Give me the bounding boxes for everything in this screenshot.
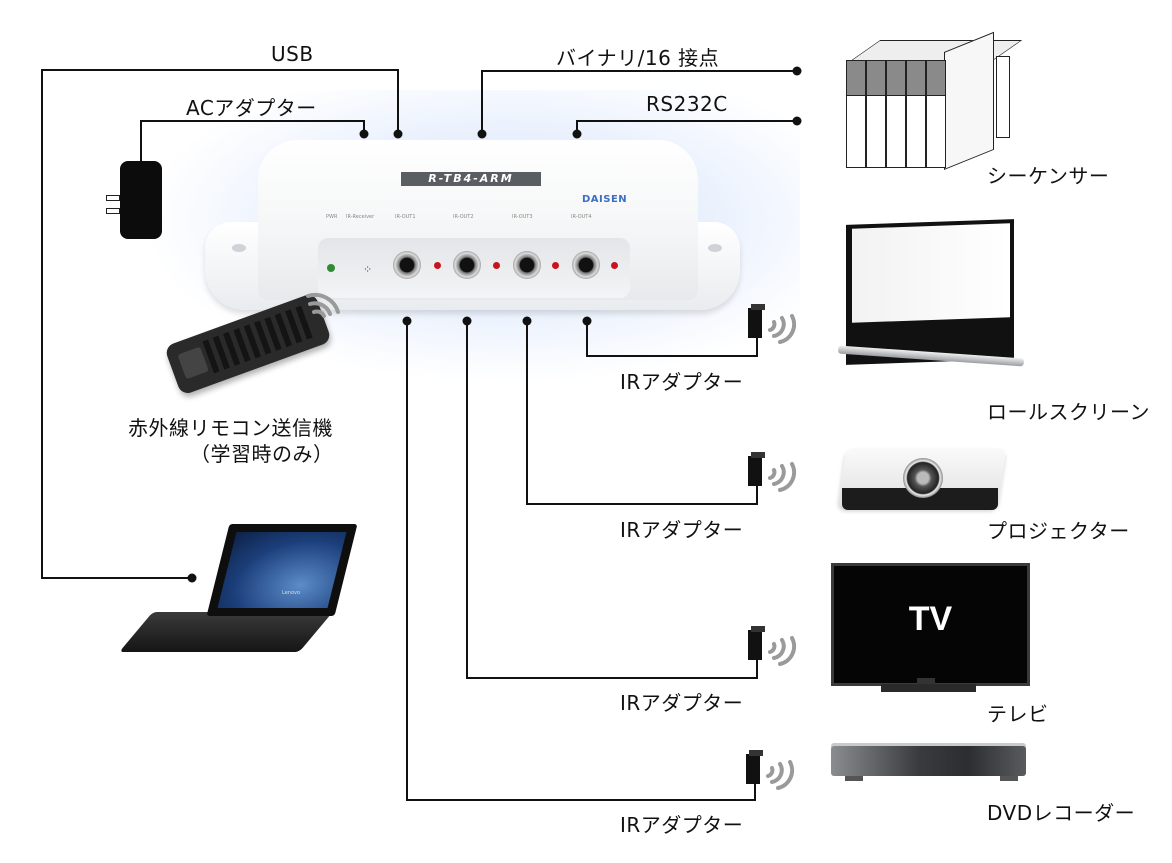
laptop-brand: Lenovo — [282, 590, 301, 596]
port-label-ir-out4: IR-OUT4 — [571, 214, 592, 220]
ir-adapter-icon — [748, 304, 797, 344]
ir-out1-led — [434, 262, 441, 269]
sequencer-label: シーケンサー — [987, 164, 1110, 188]
tv-stand — [881, 684, 976, 692]
plc-bracket — [996, 56, 1010, 138]
ir-out2-jack — [453, 251, 481, 279]
ir-out2-dot — [462, 316, 472, 326]
roll-screen-label: ロールスクリーン — [987, 400, 1150, 424]
mount-hole-left — [232, 244, 246, 252]
port-label-ir-out2: IR-OUT2 — [453, 214, 474, 220]
ir-adapter-label-tv: IRアダプター — [620, 691, 744, 715]
ir-out2-wire — [466, 321, 758, 679]
ir-out2-led — [493, 262, 500, 269]
ir-out1-dot — [402, 316, 412, 326]
rs232c-device-dot — [572, 129, 582, 139]
ir-adapter-icon — [748, 452, 797, 492]
dvd-foot — [1000, 776, 1018, 781]
ir-out3-dot — [522, 316, 532, 326]
plc-module — [906, 60, 926, 168]
ir-adapter-label-screen: IRアダプター — [620, 370, 744, 394]
dvd-foot — [845, 776, 863, 781]
ir-out4-led — [611, 262, 618, 269]
rs232c-label: RS232C — [646, 92, 728, 116]
ir-receiver-icon: ⁘ — [363, 263, 373, 276]
ir-out1-jack — [393, 251, 421, 279]
ac-plug-pin-icon — [106, 195, 120, 201]
power-led — [327, 264, 335, 272]
plc-module — [926, 60, 946, 168]
ac-plug-pin-icon — [106, 208, 120, 214]
port-label-ir-receiver: IR-Receiver — [346, 214, 375, 220]
tv-screen-text: TV — [908, 600, 953, 638]
mount-hole-right — [708, 244, 722, 252]
ac-adapter-icon — [120, 161, 162, 239]
ir-out4-wire — [586, 321, 758, 357]
ir-out1-wire — [406, 321, 756, 801]
usb-laptop-dot — [187, 573, 197, 583]
binary-device-dot — [477, 129, 487, 139]
remote-label: 赤外線リモコン送信機 — [128, 416, 333, 440]
ir-adapter-label-dvd: IRアダプター — [620, 813, 744, 837]
rs232c-sequencer-dot — [792, 116, 802, 126]
port-label-ir-out3: IR-OUT3 — [512, 214, 533, 220]
projector-bottom — [842, 488, 998, 510]
ir-adapter-icon — [746, 750, 795, 790]
ac-wire — [140, 120, 365, 162]
projector-lens — [903, 458, 943, 498]
tv-neck — [917, 678, 935, 686]
plc-module — [866, 60, 886, 168]
ir-adapter-icon — [748, 626, 797, 666]
plc-module — [846, 60, 866, 168]
ac-device-dot — [359, 129, 369, 139]
tv-icon: TV — [831, 563, 1030, 686]
plc-front — [846, 50, 946, 170]
usb-label: USB — [271, 42, 314, 66]
usb-wire — [41, 69, 399, 579]
dvd-recorder-icon — [831, 746, 1026, 776]
ir-out4-dot — [582, 316, 592, 326]
ir-out3-wire — [526, 321, 758, 505]
plc-module — [886, 60, 906, 168]
projector-label: プロジェクター — [987, 519, 1130, 543]
port-label-ir-out1: IR-OUT1 — [395, 214, 416, 220]
dvd-recorder-label: DVDレコーダー — [987, 801, 1136, 825]
ir-out3-jack — [513, 251, 541, 279]
model-badge: R-TB4-ARM — [401, 172, 541, 186]
ac-adapter-label: ACアダプター — [186, 96, 317, 120]
ir-adapter-label-projector: IRアダプター — [620, 518, 744, 542]
port-label-pwr: PWR — [326, 214, 338, 220]
remote-signal-icon — [306, 292, 340, 318]
ir-out4-jack — [572, 251, 600, 279]
tv-label: テレビ — [987, 702, 1049, 726]
brand-logo: DAISEN — [582, 194, 628, 205]
ir-out3-led — [552, 262, 559, 269]
binary-wire — [481, 70, 797, 134]
remote-label-note: （学習時のみ） — [190, 442, 334, 466]
usb-device-dot — [393, 129, 403, 139]
binary-label: バイナリ/16 接点 — [556, 46, 720, 70]
binary-sequencer-dot — [792, 66, 802, 76]
